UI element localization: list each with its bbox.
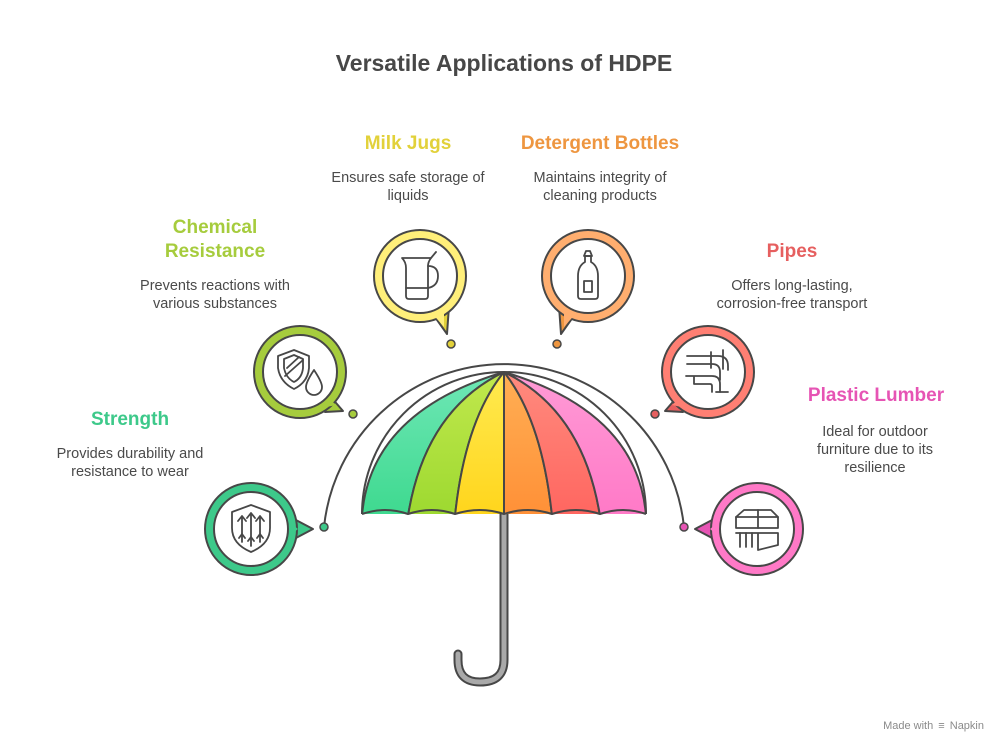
pipes-label: Pipes xyxy=(766,241,818,262)
pipes-description: Offers long-lasting, corrosion-free tran… xyxy=(716,278,868,312)
detergent-bottles-description: Maintains integrity of cleaning products xyxy=(533,170,667,204)
chemical-resistance-bubble xyxy=(253,325,347,419)
pitcher-icon xyxy=(401,251,439,300)
umbrella-canopy xyxy=(361,371,647,516)
connector-dot-plastic-lumber xyxy=(679,522,689,532)
connector-dot-pipes xyxy=(650,409,660,419)
diagram-title: Versatile Applications of HDPE xyxy=(335,50,673,76)
bottle-icon xyxy=(577,250,599,300)
plastic-lumber-description: Ideal for outdoor furniture due to its r… xyxy=(816,424,934,476)
milk-jugs-bubble xyxy=(373,229,467,335)
plastic-lumber-bubble xyxy=(694,482,804,576)
chemical-resistance-label: Chemical Resistance xyxy=(164,217,266,262)
connector-dot-milk-jugs xyxy=(446,339,456,349)
detergent-bottles-bubble xyxy=(541,229,635,335)
plastic-lumber-label: Plastic Lumber xyxy=(807,385,945,406)
napkin-brand: Napkin xyxy=(949,720,984,732)
strength-bubble xyxy=(204,482,314,576)
connector-dot-chemical-resistance xyxy=(348,409,358,419)
milk-jugs-label: Milk Jugs xyxy=(364,133,452,154)
strength-label: Strength xyxy=(90,409,170,430)
strength-description: Provides durability and resistance to we… xyxy=(56,446,204,480)
made-with-footer: Made with ≡ Napkin xyxy=(883,720,984,732)
pipes-bubble xyxy=(661,325,755,419)
outer-arc xyxy=(323,363,685,528)
umbrella-handle-outline xyxy=(453,507,509,687)
pipe-icon xyxy=(685,349,729,393)
connector-dot-strength xyxy=(319,522,329,532)
lumber-icon xyxy=(735,509,779,551)
napkin-logo-icon: ≡ xyxy=(938,720,945,732)
umbrella-handle xyxy=(455,509,507,685)
chemical-resistance-description: Prevents reactions with various substanc… xyxy=(140,278,290,312)
shield-arrows-icon xyxy=(231,504,271,553)
milk-jugs-description: Ensures safe storage of liquids xyxy=(331,170,485,204)
made-with-text: Made with xyxy=(883,720,934,732)
shield-droplet-icon xyxy=(277,349,323,396)
connector-dot-detergent-bottles xyxy=(552,339,562,349)
detergent-bottles-label: Detergent Bottles xyxy=(520,133,680,154)
